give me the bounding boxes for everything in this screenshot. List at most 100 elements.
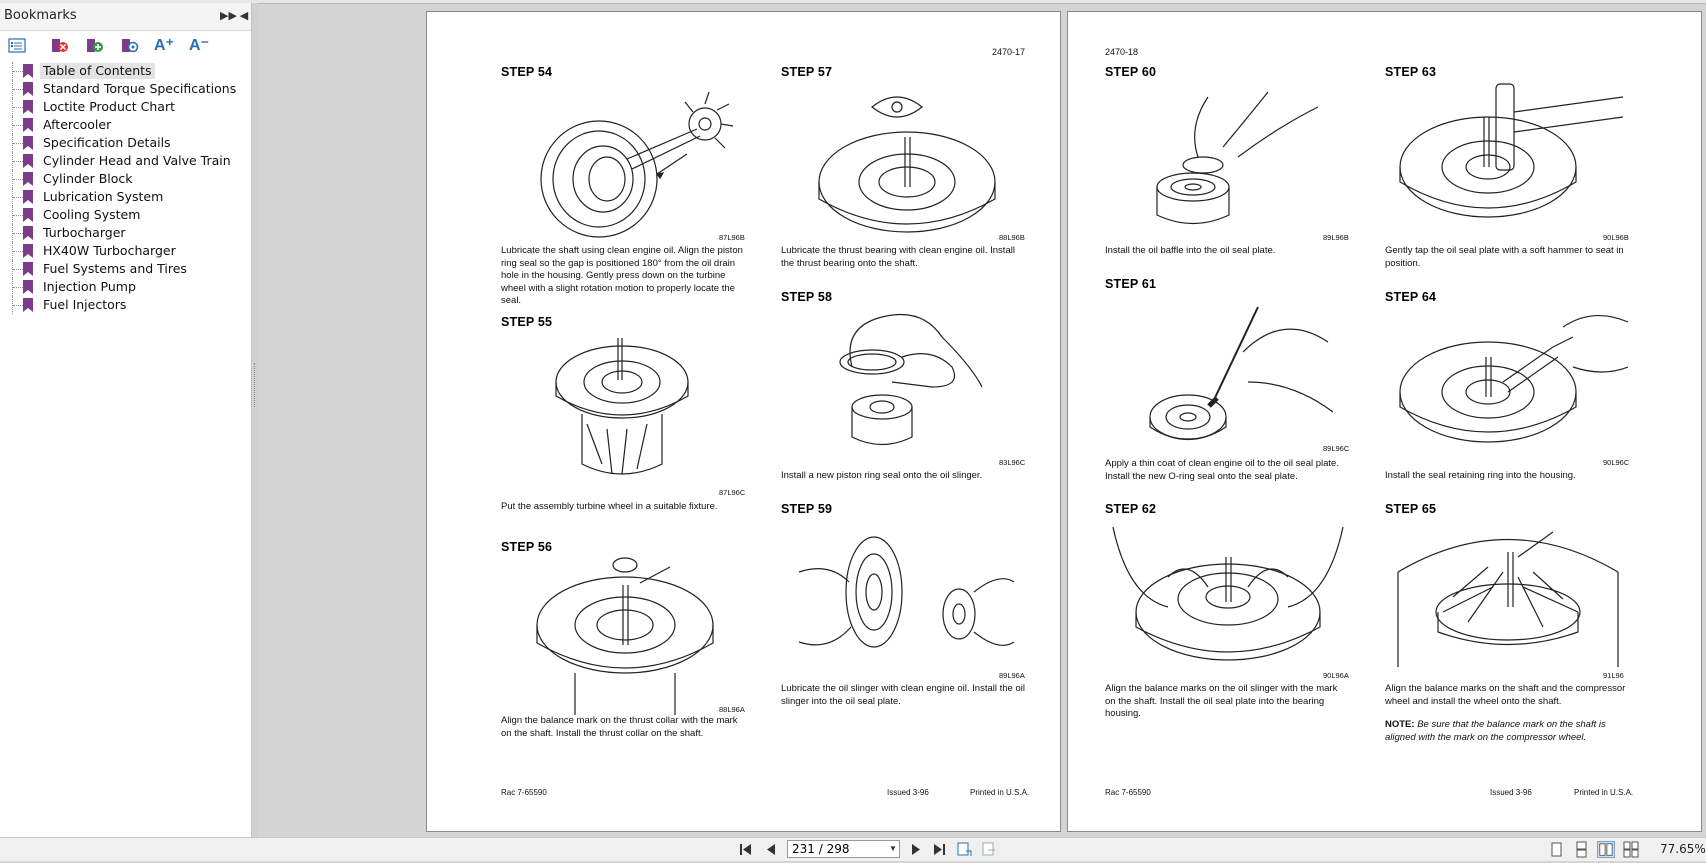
- footer-document-number: Rac 7-65590: [1105, 788, 1151, 797]
- continuous-facing-view-icon[interactable]: [1622, 841, 1640, 858]
- step-caption: Install the oil baffle into the oil seal…: [1105, 245, 1276, 256]
- bookmark-item[interactable]: Standard Torque Specifications: [0, 80, 251, 98]
- step-title: STEP 57: [781, 65, 833, 79]
- step-59-illustration: [789, 532, 1019, 672]
- find-bookmark-icon[interactable]: [119, 35, 141, 57]
- step-60-illustration: [1138, 87, 1319, 242]
- tree-connector: [12, 134, 23, 152]
- footer-printed: Printed in U.S.A.: [970, 788, 1030, 797]
- bookmark-icon: [23, 136, 33, 150]
- step-caption: Align the balance mark on the thrust col…: [501, 715, 738, 739]
- step-title: STEP 58: [781, 290, 833, 304]
- step-56-illustration: [535, 555, 715, 715]
- footer-issued: Issued 3-96: [887, 788, 929, 797]
- note: NOTE: Be sure that the balance mark on t…: [1385, 719, 1630, 744]
- bookmark-label[interactable]: Lubrication System: [43, 189, 164, 204]
- step-caption: Lubricate the thrust bearing with clean …: [781, 245, 1015, 269]
- next-view-icon[interactable]: [980, 841, 998, 858]
- step-title: STEP 63: [1385, 65, 1437, 79]
- bookmark-icon: [23, 82, 33, 96]
- window-top-edge: [0, 0, 1706, 4]
- note-text: Be sure that the balance mark on the sha…: [1385, 719, 1606, 743]
- bookmark-item[interactable]: HX40W Turbocharger: [0, 242, 251, 260]
- bookmark-item[interactable]: Aftercooler: [0, 116, 251, 134]
- increase-text-size-icon[interactable]: A⁺: [154, 37, 174, 54]
- bookmark-icon: [23, 172, 33, 186]
- delete-bookmark-icon[interactable]: [49, 35, 71, 57]
- step-caption: Put the assembly turbine wheel in a suit…: [501, 501, 718, 512]
- bookmark-label[interactable]: Aftercooler: [43, 117, 112, 132]
- bookmark-item[interactable]: Table of Contents: [0, 62, 251, 80]
- bookmark-label[interactable]: HX40W Turbocharger: [43, 243, 176, 258]
- bookmark-label[interactable]: Cylinder Block: [43, 171, 133, 186]
- previous-view-icon[interactable]: [955, 841, 973, 858]
- bookmark-label[interactable]: Turbocharger: [43, 225, 126, 240]
- previous-page-icon[interactable]: [762, 841, 780, 858]
- next-page-icon[interactable]: [907, 841, 925, 858]
- bookmark-label[interactable]: Table of Contents: [40, 63, 155, 79]
- collapse-panel-icon[interactable]: ◀: [239, 9, 249, 22]
- bookmarks-header: Bookmarks ▶▶ ◀: [0, 3, 251, 31]
- bookmark-label[interactable]: Fuel Injectors: [43, 297, 127, 312]
- step-title: STEP 56: [501, 540, 553, 554]
- footer-issued: Issued 3-96: [1490, 788, 1532, 797]
- bookmark-item[interactable]: Fuel Systems and Tires: [0, 260, 251, 278]
- panel-splitter[interactable]: [252, 3, 258, 837]
- page-number-field[interactable]: ▼: [787, 840, 900, 858]
- bookmark-label[interactable]: Cooling System: [43, 207, 141, 222]
- step-64-illustration: [1393, 307, 1629, 457]
- bookmark-icon: [23, 208, 33, 222]
- bookmark-item[interactable]: Turbocharger: [0, 224, 251, 242]
- figure-code: 89L96B: [1323, 233, 1349, 242]
- bookmark-icon: [23, 280, 33, 294]
- tree-connector: [12, 116, 23, 134]
- bookmark-icon: [23, 262, 33, 276]
- decrease-text-size-icon[interactable]: A⁻: [189, 37, 209, 54]
- figure-code: 88L96A: [719, 705, 745, 714]
- tree-connector: [12, 62, 23, 80]
- bookmark-label[interactable]: Loctite Product Chart: [43, 99, 175, 114]
- bookmark-item[interactable]: Cylinder Head and Valve Train: [0, 152, 251, 170]
- figure-code: 90L96A: [1323, 671, 1349, 680]
- page-number-input[interactable]: [792, 842, 882, 856]
- tree-connector: [12, 98, 23, 116]
- bookmark-icon: [23, 190, 33, 204]
- step-65-illustration: [1393, 527, 1623, 677]
- step-caption: Install the seal retaining ring into the…: [1385, 470, 1576, 481]
- chevron-down-icon[interactable]: ▼: [889, 844, 897, 853]
- bookmark-item[interactable]: Injection Pump: [0, 278, 251, 296]
- facing-view-icon[interactable]: [1597, 841, 1615, 858]
- bookmark-options-icon[interactable]: [6, 35, 28, 57]
- bookmark-icon: [23, 298, 33, 312]
- bookmark-icon: [23, 64, 33, 78]
- tree-connector: [12, 188, 23, 206]
- add-bookmark-icon[interactable]: [84, 35, 106, 57]
- first-page-icon[interactable]: [737, 841, 755, 858]
- tree-connector: [12, 80, 23, 98]
- figure-code: 87L96C: [719, 488, 746, 497]
- continuous-view-icon[interactable]: [1572, 841, 1590, 858]
- bookmark-label[interactable]: Specification Details: [43, 135, 171, 150]
- bookmark-item[interactable]: Cooling System: [0, 206, 251, 224]
- bookmark-item[interactable]: Loctite Product Chart: [0, 98, 251, 116]
- zoom-level[interactable]: 77.65%: [1660, 842, 1706, 856]
- last-page-icon[interactable]: [930, 841, 948, 858]
- bookmark-label[interactable]: Injection Pump: [43, 279, 136, 294]
- bookmark-label[interactable]: Fuel Systems and Tires: [43, 261, 187, 276]
- single-page-view-icon[interactable]: [1547, 841, 1565, 858]
- bookmark-item[interactable]: Cylinder Block: [0, 170, 251, 188]
- splitter-grip[interactable]: [254, 363, 257, 407]
- bookmark-icon: [23, 244, 33, 258]
- bookmark-label[interactable]: Cylinder Head and Valve Train: [43, 153, 231, 168]
- bookmark-label[interactable]: Standard Torque Specifications: [43, 81, 237, 96]
- bookmark-item[interactable]: Specification Details: [0, 134, 251, 152]
- step-caption: Gently tap the oil seal plate with a sof…: [1385, 245, 1624, 269]
- step-caption: Lubricate the shaft using clean engine o…: [501, 245, 743, 306]
- step-61-illustration: [1133, 302, 1334, 457]
- figure-code: 90L96C: [1603, 458, 1630, 467]
- bookmark-icon: [23, 118, 33, 132]
- bookmark-item[interactable]: Fuel Injectors: [0, 296, 251, 314]
- expand-panel-icon[interactable]: ▶▶: [220, 9, 237, 22]
- bookmark-item[interactable]: Lubrication System: [0, 188, 251, 206]
